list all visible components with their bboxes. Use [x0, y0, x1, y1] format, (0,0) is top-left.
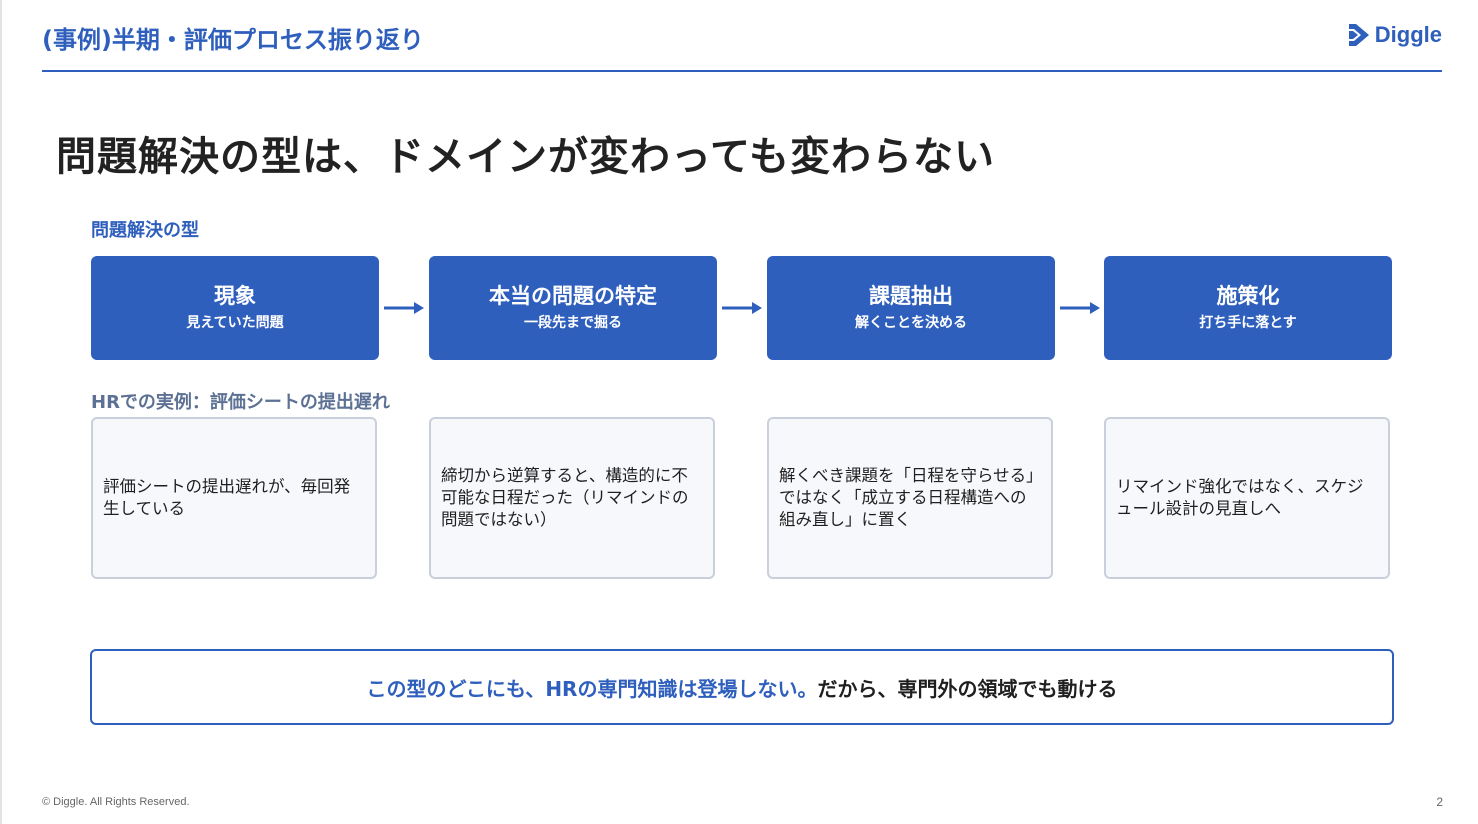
step-title: 課題抽出 [869, 284, 953, 309]
header-divider [42, 70, 1442, 72]
step-subtitle: 解くことを決める [855, 314, 967, 331]
step-title: 施策化 [1216, 284, 1280, 309]
summary-box: この型のどこにも、HRの専門知識は登場しない。 だから、専門外の領域でも動ける [90, 649, 1394, 725]
footer-copyright: © Diggle. All Rights Reserved. [42, 796, 190, 808]
example-card-text: 解くべき課題を「日程を守らせる」ではなく「成立する日程構造への組み直し」に置く [779, 466, 1035, 529]
arrow-right-icon [384, 302, 424, 314]
example-card: 評価シートの提出遅れが、毎回発生している [91, 417, 377, 579]
step-true-problem: 本当の問題の特定 一段先まで掘る [429, 256, 717, 360]
example-label: HRでの実例：評価シートの提出遅れ [91, 392, 390, 413]
page-number: 2 [1436, 795, 1443, 809]
framework-label: 問題解決の型 [91, 220, 199, 241]
brand-logo: Diggle [1347, 22, 1442, 48]
example-card-text: 締切から逆算すると、構造的に不可能な日程だった（リマインドの問題ではない） [441, 466, 689, 529]
diggle-logo-icon [1348, 24, 1369, 46]
arrow-right-icon [1060, 302, 1100, 314]
step-subtitle: 打ち手に落とす [1199, 314, 1297, 331]
step-subtitle: 見えていた問題 [186, 314, 284, 331]
example-card: 締切から逆算すると、構造的に不可能な日程だった（リマインドの問題ではない） [429, 417, 715, 579]
arrow-right-icon [722, 302, 762, 314]
summary-conclusion: だから、専門外の領域でも動ける [817, 676, 1118, 701]
example-card-text: 評価シートの提出遅れが、毎回発生している [103, 477, 351, 518]
slide-left-border [0, 0, 2, 824]
example-card: リマインド強化ではなく、スケジュール設計の見直しへ [1104, 417, 1390, 579]
example-card: 解くべき課題を「日程を守らせる」ではなく「成立する日程構造への組み直し」に置く [767, 417, 1053, 579]
step-issue-extraction: 課題抽出 解くことを決める [767, 256, 1055, 360]
step-title: 現象 [214, 284, 256, 309]
step-subtitle: 一段先まで掘る [524, 314, 622, 331]
step-phenomenon: 現象 見えていた問題 [91, 256, 379, 360]
summary-highlight: この型のどこにも、HRの専門知識は登場しない。 [366, 676, 818, 701]
step-title: 本当の問題の特定 [489, 284, 657, 309]
example-card-text: リマインド強化ではなく、スケジュール設計の見直しへ [1116, 477, 1364, 518]
header-title: (事例)半期・評価プロセス振り返り [42, 26, 424, 54]
logo-text: Diggle [1374, 22, 1442, 47]
page-title: 問題解決の型は、ドメインが変わっても変わらない [56, 134, 995, 180]
step-measures: 施策化 打ち手に落とす [1104, 256, 1392, 360]
